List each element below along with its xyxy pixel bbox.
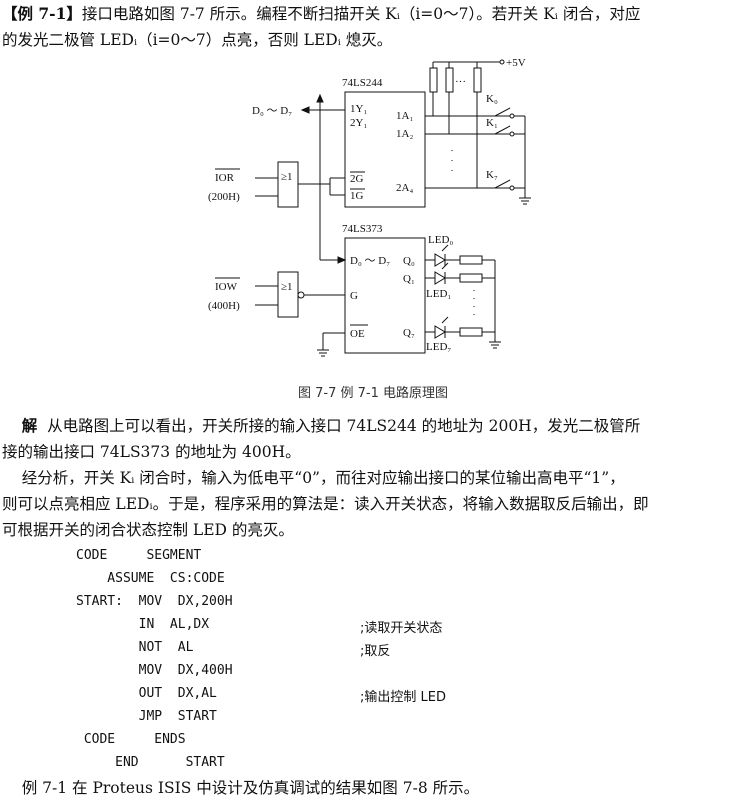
pin-q1: Q₁: [403, 273, 415, 285]
pin-2g: 2G: [350, 173, 364, 185]
analysis-line-3: 可根据开关的闭合状态控制 LED 的亮灭。: [2, 521, 294, 539]
led7-label: LED₇: [426, 341, 451, 353]
pin-oe: OE: [350, 328, 365, 340]
iow-addr: (400H): [208, 300, 240, 312]
circuit-diagram: 74LS244 74LS373 D₀ ～ D₇ 1Y₁ 2Y₁ 2G 1G 1A…: [208, 57, 531, 357]
gate2-label: ≥1: [281, 281, 293, 293]
code-line-2: ASSUME CS:CODE: [76, 571, 225, 586]
switch-k0: K₀: [486, 93, 498, 105]
code-line-10: END START: [76, 755, 225, 770]
pin-1g: 1G: [350, 190, 364, 202]
analysis-line-1: 经分析，开关 Kᵢ 闭合时，输入为低电平“0”，而往对应输出接口的某位输出高电平…: [2, 466, 744, 490]
switch-k1: K₁: [486, 117, 498, 129]
analysis-text-1: 经分析，开关 Kᵢ 闭合时，输入为低电平“0”，而往对应输出接口的某位输出高电平…: [21, 469, 625, 487]
code-line-3: START: MOV DX,200H: [76, 594, 233, 609]
code-line-7: OUT DX,AL: [76, 686, 217, 701]
led1-label: LED₁: [426, 288, 451, 300]
solution-label: 解: [21, 416, 38, 435]
led0-label: LED₀: [428, 234, 453, 246]
solution-line-2: 接的输出接口 74LS373 的地址为 400H。: [2, 443, 301, 461]
ior-addr: (200H): [208, 191, 240, 203]
pin-q0: Q₀: [403, 255, 415, 267]
switch-k7: K₇: [486, 169, 498, 181]
code-line-6: MOV DX,400H: [76, 663, 233, 678]
pin-1a2: 1A₂: [396, 128, 413, 140]
code-comment-7: ;输出控制 LED: [360, 690, 446, 705]
pin-q7: Q₇: [403, 327, 415, 339]
ior-label: IOR: [215, 172, 235, 184]
intro-text-1: 接口电路如图 7-7 所示。编程不断扫描开关 Kᵢ（i=0～7）。若开关 Kᵢ …: [81, 5, 641, 23]
code-comment-5: ;取反: [360, 644, 391, 659]
iow-label: IOW: [215, 281, 238, 293]
pin-d0-d7: D₀ ～ D₇: [350, 255, 390, 267]
resistor-dots: ···: [455, 76, 466, 88]
chip1-name: 74LS244: [342, 77, 383, 89]
intro-line-2: 的发光二极管 LEDᵢ（i=0～7）点亮，否则 LEDᵢ 熄灭。: [2, 31, 393, 49]
pin-g: G: [350, 290, 358, 302]
example-label: 【例 7-1】: [2, 4, 82, 23]
solution-text-1a: 从电路图上可以看出，开关所接的输入接口 74LS244 的地址为 200H，发光…: [47, 417, 641, 435]
analysis-line-2: 则可以点亮相应 LEDᵢ。于是，程序采用的算法是：读入开关状态，将输入数据取反后…: [2, 495, 649, 513]
code-line-9: CODE ENDS: [76, 732, 186, 747]
solution-line-1: 解 从电路图上可以看出，开关所接的输入接口 74LS244 的地址为 200H，…: [2, 414, 744, 438]
intro-line-1: 【例 7-1】接口电路如图 7-7 所示。编程不断扫描开关 Kᵢ（i=0～7）。…: [2, 2, 640, 26]
chip2-name: 74LS373: [342, 223, 383, 235]
pin-1y1: 1Y₁: [350, 103, 367, 115]
vcc-label: +5V: [506, 57, 526, 69]
pin-1a1: 1A₁: [396, 110, 413, 122]
code-line-5: NOT AL: [76, 640, 194, 655]
code-line-4: IN AL,DX: [76, 617, 210, 632]
chip-74ls244: [344, 91, 426, 208]
pin-2a4: 2A₄: [396, 182, 413, 194]
code-line-1: CODE SEGMENT: [76, 548, 202, 563]
bus-label: D₀ ～ D₇: [252, 105, 292, 117]
gate1-label: ≥1: [281, 171, 293, 183]
footer-line: 例 7-1 在 Proteus ISIS 中设计及仿真调试的结果如图 7-8 所…: [21, 779, 480, 797]
code-comment-4: ;读取开关状态: [360, 621, 443, 636]
pin-2y1: 2Y₁: [350, 117, 367, 129]
code-line-8: JMP START: [76, 709, 217, 724]
footer-text: 例 7-1 在 Proteus ISIS 中设计及仿真调试的结果如图 7-8 所…: [2, 776, 744, 800]
figure-caption: 图 7-7 例 7-1 电路原理图: [298, 386, 448, 401]
